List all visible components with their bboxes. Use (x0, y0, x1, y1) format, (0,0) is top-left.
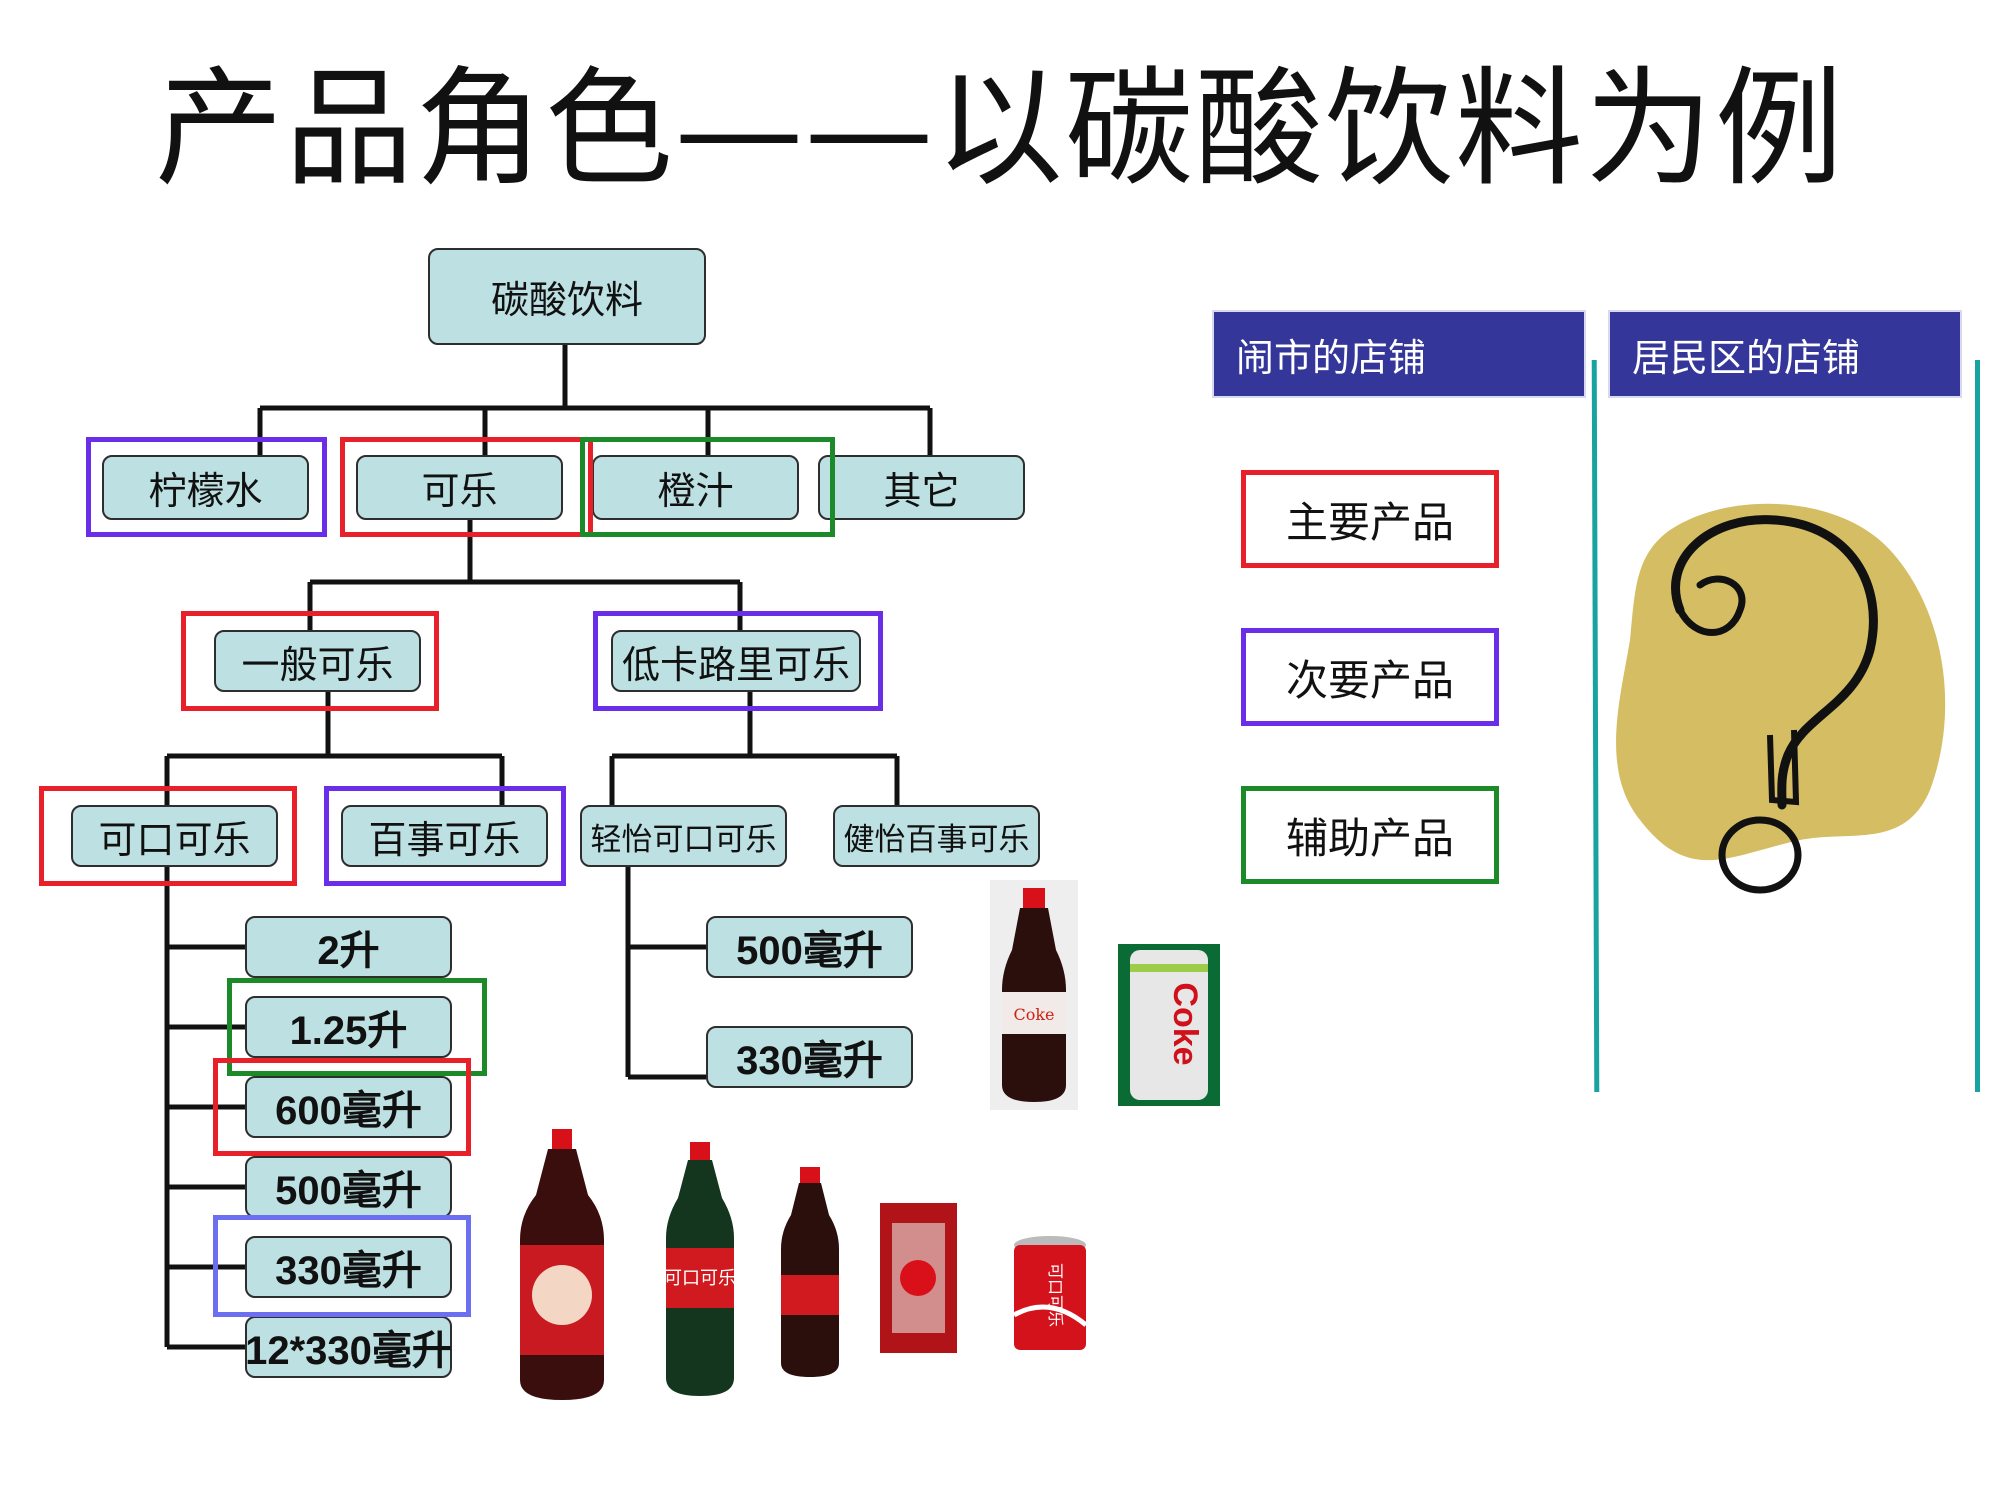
node-pepsi-light: 健怡百事可乐 (833, 805, 1040, 867)
two-liter-bottle-icon (520, 1129, 604, 1400)
node-other: 其它 (818, 455, 1025, 520)
small-bottle-icon (781, 1167, 839, 1377)
page-title: 产品角色——以碳酸饮料为例 (154, 55, 1845, 204)
diet-coke-can-icon: Coke (1118, 944, 1220, 1106)
legend-secondary: 次要产品 (1241, 628, 1499, 726)
svg-text:可口可乐: 可口可乐 (1046, 1263, 1065, 1327)
header-residential-store: 居民区的店铺 (1610, 312, 1960, 396)
node-size-2l: 2升 (245, 916, 452, 978)
highlight-600ml-primary (213, 1058, 471, 1156)
highlight-lemonade-secondary (86, 437, 327, 537)
coke-can-icon: 可口可乐 (1012, 1236, 1088, 1350)
festive-can-icon (880, 1203, 957, 1353)
highlight-pepsi-secondary (324, 786, 566, 886)
node-size-600ml: 600毫升 (245, 1076, 452, 1138)
node-diet-size-330ml: 330毫升 (706, 1026, 913, 1088)
header-downtown-store: 闹市的店铺 (1214, 312, 1584, 396)
node-pepsi: 百事可乐 (341, 805, 548, 867)
divider-line-right (1975, 360, 1980, 1092)
question-mark-icon (1616, 503, 1946, 894)
svg-text:Coke: Coke (1166, 982, 1204, 1065)
highlight-1-25l-auxiliary (227, 978, 487, 1076)
node-root: 碳酸饮料 (428, 248, 706, 345)
node-cola: 可乐 (356, 455, 563, 520)
node-size-500ml: 500毫升 (245, 1156, 452, 1218)
node-regular-cola: 一般可乐 (214, 630, 421, 692)
pet-bottle-icon: Coke (990, 880, 1078, 1110)
highlight-orange-juice-auxiliary (580, 437, 835, 537)
node-coca-cola: 可口可乐 (71, 805, 278, 867)
highlight-regular-cola-primary (181, 611, 439, 711)
node-diet-cola: 低卡路里可乐 (611, 630, 861, 692)
highlight-330ml-secondary (213, 1215, 471, 1317)
highlight-diet-cola-secondary (593, 611, 883, 711)
node-diet-size-500ml: 500毫升 (706, 916, 913, 978)
node-diet-coke: 轻怡可口可乐 (580, 805, 787, 867)
svg-text:可口可乐: 可口可乐 (664, 1268, 736, 1289)
legend-primary: 主要产品 (1241, 470, 1499, 568)
node-size-330ml: 330毫升 (245, 1236, 452, 1298)
legend-auxiliary: 辅助产品 (1241, 786, 1499, 884)
highlight-coca-cola-primary (39, 786, 297, 886)
liter-bottle-icon: 可口可乐 (664, 1142, 736, 1396)
highlight-cola-primary (340, 437, 593, 537)
node-size-12x330ml: 12*330毫升 (245, 1316, 452, 1378)
node-lemonade: 柠檬水 (102, 455, 309, 520)
svg-text:Coke: Coke (1013, 1005, 1054, 1024)
node-orange-juice: 橙汁 (592, 455, 799, 520)
node-size-1-25l: 1.25升 (245, 996, 452, 1058)
